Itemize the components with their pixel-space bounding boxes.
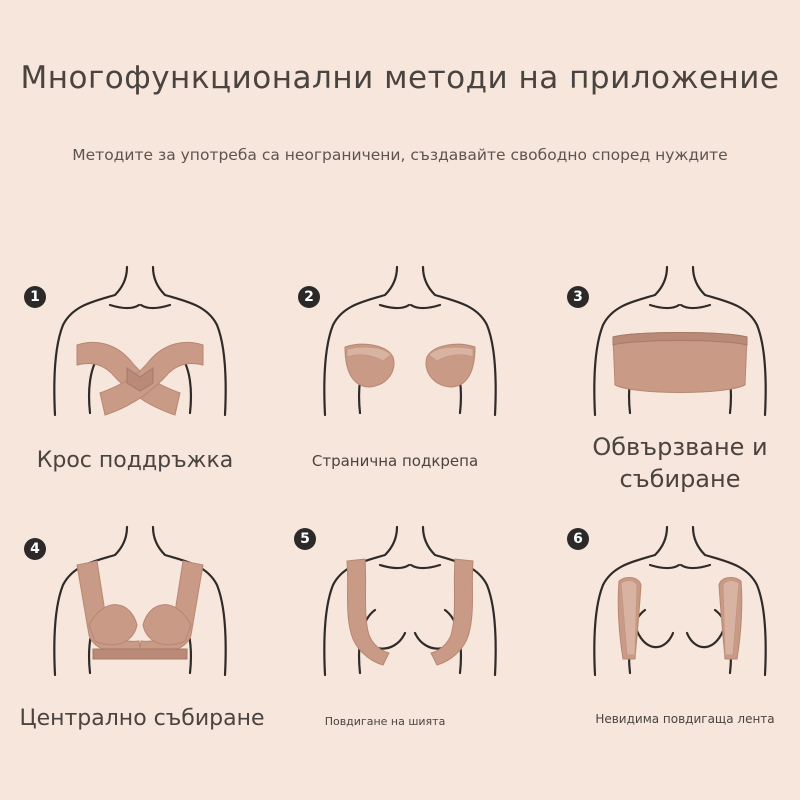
method-label: Странична подкрепа: [311, 452, 479, 470]
page-title: Многофункционални методи на приложение: [20, 60, 780, 96]
cross-support-illustration: [53, 265, 227, 417]
neck-lift-illustration: [323, 525, 497, 677]
method-card-6: 6 Невидима повдигаща лента: [555, 525, 800, 775]
method-number-badge: 4: [24, 538, 46, 560]
center-gather-illustration: [53, 525, 227, 677]
method-number-badge: 3: [567, 286, 589, 308]
method-card-4: 4 Централно събиране: [15, 525, 265, 775]
method-card-3: 3 Обвързване и събиране: [555, 265, 800, 515]
method-label: Обвързване и събиране: [592, 433, 768, 493]
method-label: Повдигане на шията: [324, 715, 446, 728]
bind-and-gather-illustration: [593, 265, 767, 417]
method-card-5: 5 Повдигане на шията: [285, 525, 535, 775]
page-subtitle: Методите за употреба са неограничени, съ…: [72, 146, 728, 164]
invisible-lift-tape-illustration: [593, 525, 767, 677]
method-card-2: 2 Странична подкрепа: [285, 265, 535, 515]
method-number-badge: 5: [294, 528, 316, 550]
method-number-badge: 6: [567, 528, 589, 550]
method-card-1: 1 Крос поддръжка: [15, 265, 265, 515]
method-label: Централно събиране: [19, 706, 265, 731]
method-number-badge: 1: [24, 286, 46, 308]
method-label: Невидима повдигаща лента: [595, 712, 775, 726]
method-label: Крос поддръжка: [36, 448, 234, 473]
method-number-badge: 2: [298, 286, 320, 308]
side-support-illustration: [323, 265, 497, 417]
